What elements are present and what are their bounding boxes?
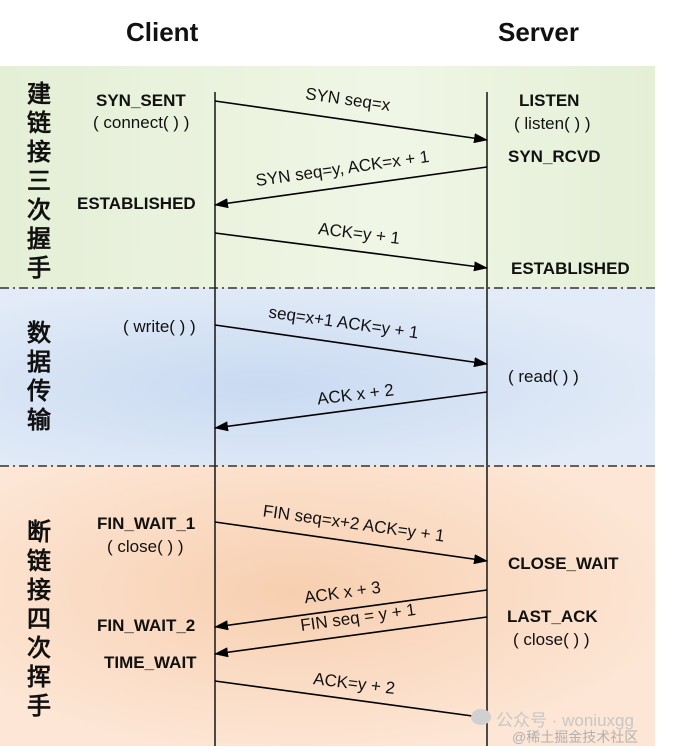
- phase-label-teardown: 断链接四次挥手: [27, 517, 51, 720]
- watermark-line-2: @稀土掘金技术社区: [512, 729, 639, 745]
- server-call-close: ( close( ) ): [513, 630, 590, 649]
- server-state-close-wait: CLOSE_WAIT: [508, 554, 619, 573]
- client-state-fin-wait-2: FIN_WAIT_2: [97, 616, 196, 635]
- client-call-connect: ( connect( ) ): [93, 113, 190, 132]
- server-state-listen: LISTEN: [519, 91, 580, 110]
- server-state-last-ack: LAST_ACK: [507, 607, 598, 626]
- client-header: Client: [126, 17, 199, 47]
- phase-band-teardown: [0, 466, 655, 746]
- arrow-data-ack: [214, 391, 488, 432]
- phase-label-handshake: 建链接三次握手: [27, 79, 51, 282]
- phase-label-transfer: 数据传输: [27, 318, 51, 434]
- arrow-data: [214, 324, 488, 368]
- client-state-established: ESTABLISHED: [77, 194, 196, 213]
- arrow-fin-client: [214, 521, 488, 565]
- arrow-fin-server: [214, 616, 488, 658]
- arrow-syn: [214, 100, 488, 144]
- server-header: Server: [498, 17, 579, 47]
- phase-band-transfer: [0, 288, 655, 466]
- arrow-fin-ack: [214, 589, 488, 631]
- watermark-wechat-icon: [471, 709, 491, 725]
- client-state-time-wait: TIME_WAIT: [104, 653, 197, 672]
- client-call-write: ( write( ) ): [123, 317, 196, 336]
- client-state-syn-sent: SYN_SENT: [96, 91, 186, 110]
- arrow-last-ack: [214, 680, 488, 722]
- server-state-established: ESTABLISHED: [511, 259, 630, 278]
- watermark-line-1: 公众号 · woniuxgg: [496, 711, 634, 730]
- phase-band-handshake: [0, 66, 655, 288]
- client-state-fin-wait-1: FIN_WAIT_1: [97, 514, 196, 533]
- client-call-close: ( close( ) ): [107, 537, 184, 556]
- server-call-read: ( read( ) ): [508, 367, 579, 386]
- arrow-ack: [214, 232, 488, 272]
- server-state-syn-rcvd: SYN_RCVD: [508, 147, 601, 166]
- server-call-listen: ( listen( ) ): [514, 114, 591, 133]
- arrow-syn-ack: [214, 166, 488, 209]
